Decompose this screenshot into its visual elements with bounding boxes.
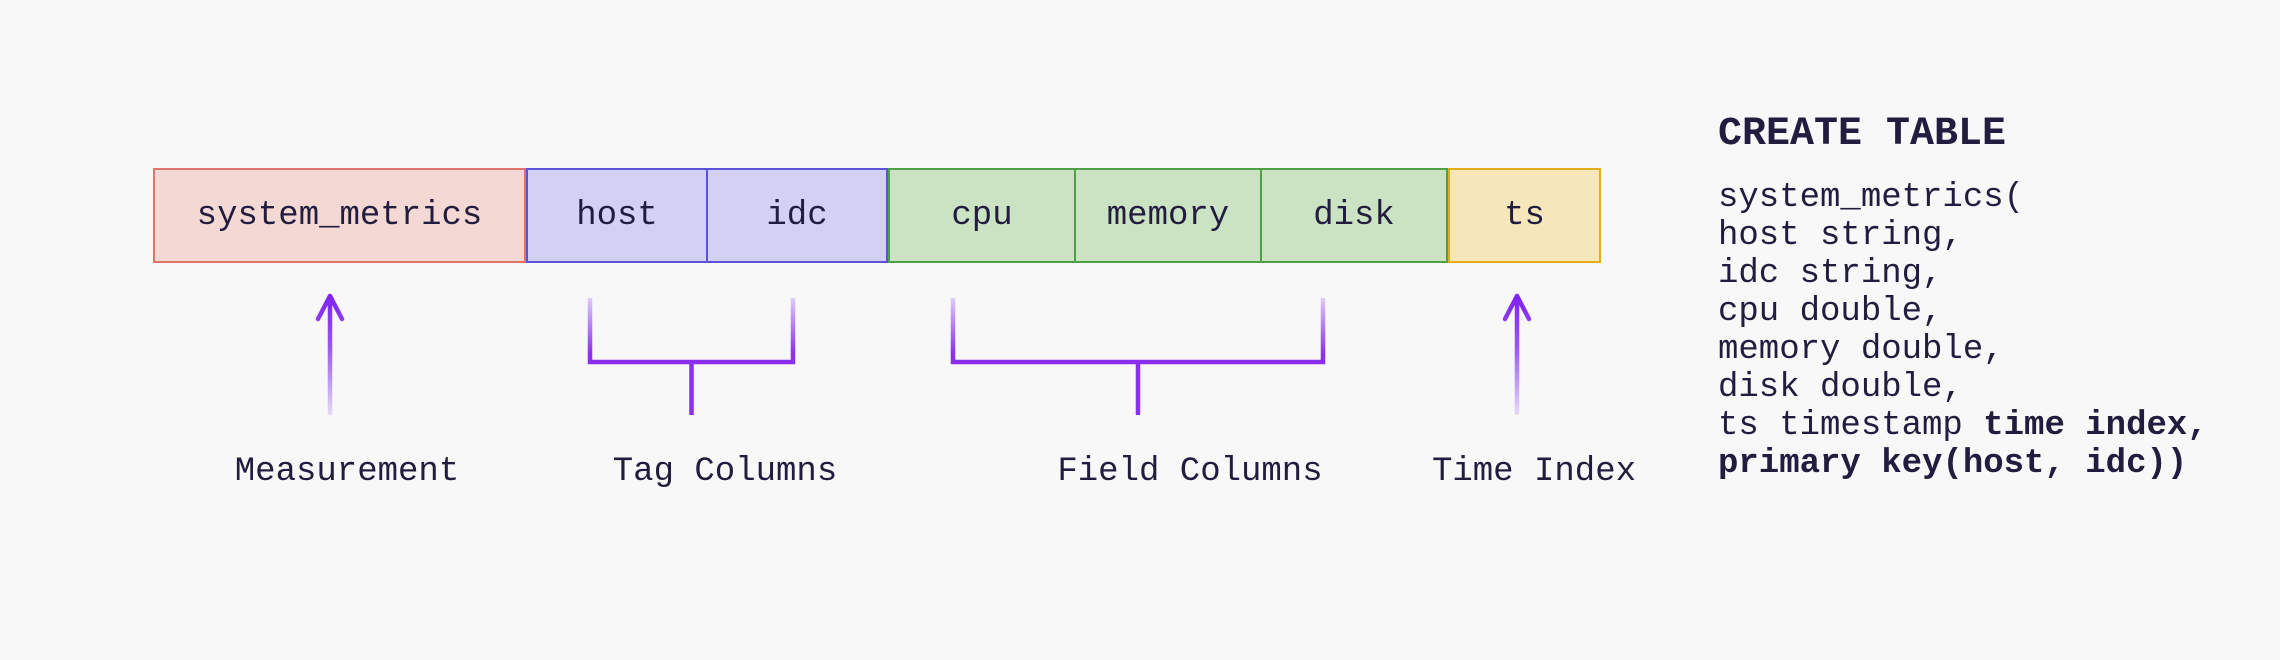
time-cell-ts: ts [1504, 196, 1545, 235]
field-cell-disk: disk [1260, 170, 1446, 261]
measurement-cell: system_metrics [196, 196, 483, 235]
measurement-group: system_metrics [153, 168, 526, 263]
field-cell-cpu: cpu [951, 196, 1013, 235]
sql-line-text: ts timestamp [1718, 407, 1984, 445]
time-index-label: Time Index [1431, 453, 1637, 491]
tag-cell-idc: idc [706, 170, 886, 261]
field-columns-label: Field Columns [1057, 453, 1323, 491]
field-cell-memory: memory [1074, 170, 1260, 261]
sql-primary-key-line: primary key(host, idc)) [1718, 445, 2188, 483]
measurement-up-arrow-icon [315, 293, 345, 416]
sql-line: system_metrics( [1718, 179, 2025, 217]
sql-line: disk double, [1718, 369, 1963, 407]
sql-line: host string, [1718, 217, 1963, 255]
sql-line: cpu double, [1718, 293, 1943, 331]
tag-columns-label: Tag Columns [612, 453, 838, 491]
field-columns-bracket-icon [950, 298, 1326, 415]
sql-line: memory double, [1718, 331, 2004, 369]
sql-time-index-keyword: time index, [1983, 407, 2208, 445]
time-index-up-arrow-icon [1502, 293, 1532, 416]
tag-columns-group: host idc [526, 168, 888, 263]
field-columns-group: cpu memory disk [888, 168, 1448, 263]
tag-cell-host: host [576, 196, 658, 235]
sql-heading: CREATE TABLE [1718, 112, 2007, 157]
measurement-label: Measurement [234, 453, 460, 491]
time-index-group: ts [1448, 168, 1601, 263]
sql-line: ts timestamp time index, [1718, 407, 2208, 445]
sql-line: idc string, [1718, 255, 1943, 293]
create-table-sql-block: CREATE TABLE system_metrics( host string… [1718, 112, 2208, 483]
tag-columns-bracket-icon [587, 298, 796, 415]
